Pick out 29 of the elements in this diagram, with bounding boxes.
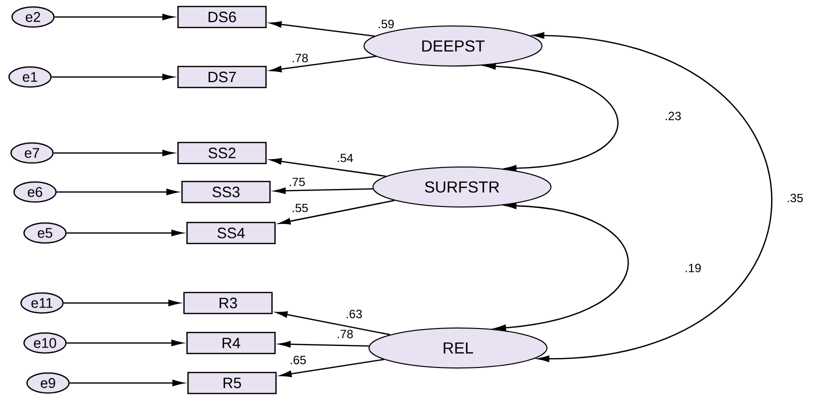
variable-box: SS4 [186, 222, 276, 244]
arrow [54, 14, 174, 20]
arrow [279, 341, 369, 348]
edge-label: .78 [290, 52, 310, 64]
arrow [66, 340, 183, 346]
arrow [54, 150, 174, 156]
edge-label: .65 [288, 354, 308, 366]
arrow [274, 188, 373, 194]
arrow [270, 158, 386, 177]
arrow [279, 200, 395, 224]
arrow [280, 358, 384, 378]
arrow [52, 74, 174, 80]
edge-label: .35 [786, 192, 804, 204]
arrow [270, 56, 376, 72]
variable-box: DS6 [177, 6, 267, 28]
arrow [56, 188, 178, 196]
arrow [64, 300, 180, 306]
variable-box: SS3 [181, 180, 271, 204]
variable-box: R5 [187, 372, 277, 394]
arrow [66, 230, 183, 236]
variable-box: R4 [186, 332, 276, 354]
arrow [270, 21, 375, 37]
variable-box: DS7 [177, 66, 267, 88]
variable-box: SS2 [177, 142, 267, 164]
variable-box: R3 [183, 292, 273, 314]
edge-label: .54 [336, 152, 354, 164]
edge-label: .55 [290, 202, 310, 214]
arrow [70, 380, 184, 386]
edge-label: .75 [288, 176, 306, 188]
